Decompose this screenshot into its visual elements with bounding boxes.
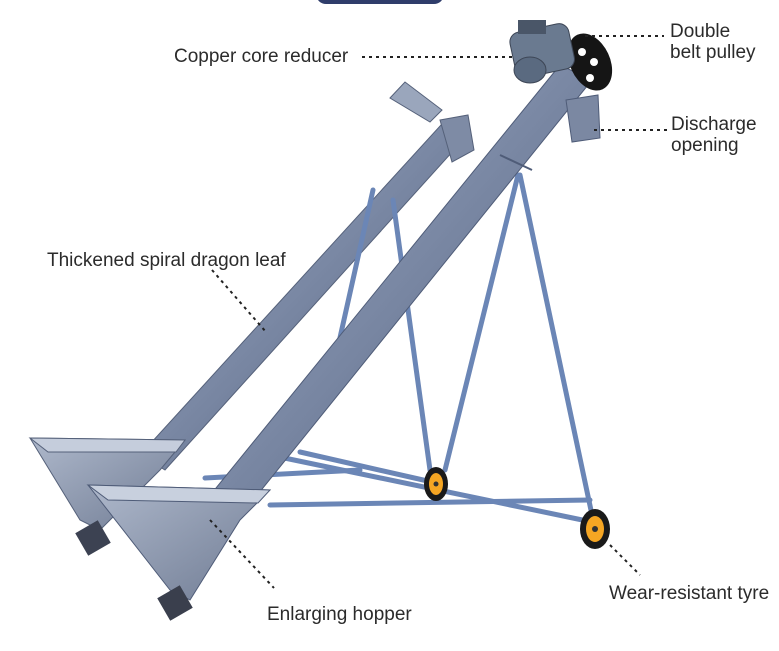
label-discharge-opening-line1: Discharge [671,114,757,135]
front-tube [189,64,593,536]
wheel-icon [580,509,610,549]
label-enlarging-hopper: Enlarging hopper [267,604,412,625]
label-double-belt-pulley-line2: belt pulley [670,42,756,63]
label-discharge-opening: Discharge opening [671,114,757,156]
header-tab [316,0,444,4]
label-thickened-spiral: Thickened spiral dragon leaf [47,250,286,271]
back-top-bracket [389,81,443,123]
label-wear-resistant-tyre: Wear-resistant tyre [609,583,770,604]
front-conveyor [86,64,601,621]
wheel-middle [424,467,448,501]
back-discharge-spout [439,114,475,163]
back-conveyor [28,81,475,556]
motor-assembly [509,20,613,91]
leader-lines [209,35,668,589]
label-copper-core-reducer: Copper core reducer [174,46,349,67]
label-discharge-opening-line2: opening [671,135,739,156]
label-double-belt-pulley: Double belt pulley [670,21,756,63]
front-discharge-spout [565,94,601,143]
label-double-belt-pulley-line1: Double [670,21,731,42]
